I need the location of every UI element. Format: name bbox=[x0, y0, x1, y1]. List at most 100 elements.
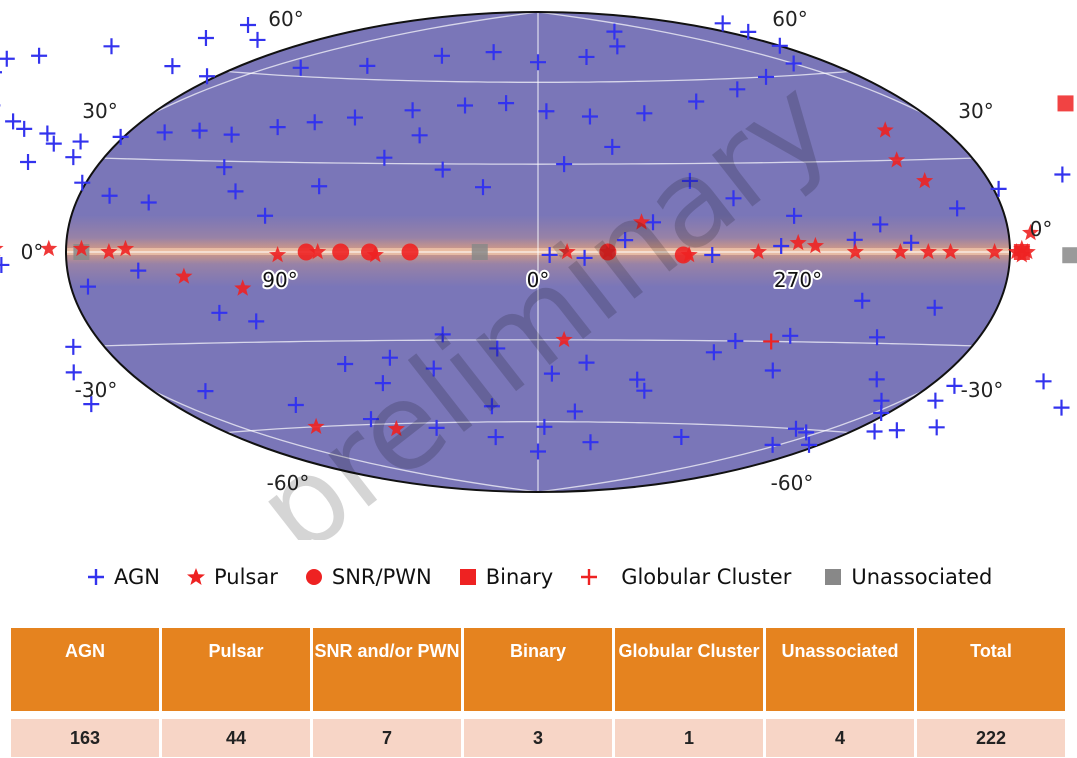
agn-marker bbox=[854, 292, 871, 309]
pulsar-marker bbox=[555, 330, 573, 348]
lat-label-minus60-right: -60° bbox=[771, 471, 814, 495]
source-count-table: AGN Pulsar SNR and/or PWN Binary Globula… bbox=[8, 628, 1068, 757]
pulsar-marker bbox=[986, 243, 1004, 260]
agn-marker bbox=[489, 340, 506, 357]
agn-marker bbox=[606, 23, 623, 40]
binary-marker bbox=[1057, 95, 1074, 112]
agn-marker bbox=[673, 428, 690, 445]
agn-marker bbox=[578, 48, 595, 65]
legend-item-unassociated: Unassociated bbox=[823, 565, 992, 589]
agn-marker bbox=[928, 419, 945, 436]
header-unassociated: Unassociated bbox=[766, 628, 914, 711]
header-total: Total bbox=[917, 628, 1065, 711]
agn-marker bbox=[873, 404, 890, 421]
header-globular-cluster: Globular Cluster bbox=[615, 628, 763, 711]
count-agn: 163 bbox=[11, 719, 159, 757]
agn-marker bbox=[714, 15, 731, 32]
agn-marker bbox=[411, 127, 428, 144]
agn-marker bbox=[0, 50, 15, 67]
agn-marker bbox=[45, 135, 62, 152]
pulsar-marker bbox=[234, 279, 252, 296]
unassociated-square-icon bbox=[825, 569, 842, 585]
agn-marker bbox=[72, 133, 89, 150]
pulsar-marker bbox=[1007, 243, 1025, 260]
agn-marker bbox=[164, 58, 181, 75]
header-pulsar: Pulsar bbox=[162, 628, 310, 711]
lon-label-270: 270° bbox=[774, 268, 822, 292]
pulsar-marker bbox=[1022, 223, 1040, 241]
pulsar-marker bbox=[387, 420, 405, 437]
agn-marker bbox=[404, 102, 421, 119]
agn-marker bbox=[483, 398, 500, 415]
agn-marker bbox=[5, 113, 22, 130]
agn-marker bbox=[287, 397, 304, 414]
agn-marker bbox=[498, 95, 515, 112]
lat-label-30-right: 30° bbox=[958, 99, 993, 123]
agn-marker bbox=[359, 57, 376, 74]
agn-marker bbox=[65, 149, 82, 166]
agn-marker bbox=[543, 365, 560, 382]
agn-marker bbox=[311, 178, 328, 195]
agn-marker bbox=[485, 44, 502, 61]
agn-marker bbox=[727, 332, 744, 349]
agn-marker bbox=[541, 246, 558, 263]
pulsar-marker bbox=[100, 243, 118, 260]
agn-marker bbox=[346, 109, 363, 126]
agn-marker bbox=[306, 114, 323, 131]
snr-pwn-marker bbox=[401, 243, 419, 261]
agn-marker bbox=[31, 47, 48, 64]
agn-marker bbox=[609, 38, 626, 55]
agn-marker bbox=[868, 371, 885, 388]
unassociated-marker bbox=[471, 244, 488, 260]
agn-marker bbox=[211, 304, 228, 321]
pulsar-marker bbox=[307, 417, 325, 434]
unassociated-marker bbox=[1062, 247, 1077, 264]
agn-marker bbox=[604, 138, 621, 155]
agn-marker bbox=[227, 183, 244, 200]
agn-marker bbox=[474, 179, 491, 196]
lat-label-minus60-left: -60° bbox=[267, 471, 310, 495]
lat-label-30-left: 30° bbox=[82, 99, 117, 123]
agn-marker bbox=[556, 156, 573, 173]
agn-marker bbox=[337, 356, 354, 372]
count-unassociated: 4 bbox=[766, 719, 914, 757]
agn-marker bbox=[530, 443, 546, 460]
agn-marker bbox=[705, 344, 722, 361]
pulsar-marker bbox=[269, 246, 287, 263]
pulsar-marker bbox=[876, 121, 894, 138]
agn-marker bbox=[725, 190, 742, 207]
pulsar-marker bbox=[72, 239, 90, 257]
header-snr-pwn: SNR and/or PWN bbox=[313, 628, 461, 711]
count-snr-pwn: 7 bbox=[313, 719, 461, 757]
legend-label-pulsar: Pulsar bbox=[213, 565, 278, 589]
agn-marker bbox=[798, 424, 815, 441]
agn-marker bbox=[428, 419, 445, 436]
pulsar-marker bbox=[0, 245, 4, 256]
agn-marker bbox=[990, 180, 1007, 197]
pulsar-star-icon bbox=[186, 568, 205, 585]
pulsar-marker bbox=[916, 172, 934, 189]
agn-marker bbox=[1035, 373, 1052, 390]
agn-marker bbox=[869, 329, 886, 346]
pulsar-marker bbox=[846, 243, 864, 260]
agn-marker bbox=[381, 349, 398, 366]
agn-marker bbox=[785, 55, 802, 72]
agn-marker bbox=[688, 93, 705, 110]
legend-label-unassociated: Unassociated bbox=[851, 565, 993, 589]
agn-marker bbox=[538, 103, 555, 120]
pulsar-marker bbox=[1013, 246, 1031, 263]
agn-marker bbox=[576, 249, 593, 266]
pulsar-marker bbox=[806, 236, 824, 254]
agn-marker bbox=[83, 396, 100, 413]
legend-item-agn: AGN bbox=[86, 565, 160, 589]
pulsar-marker bbox=[558, 243, 576, 260]
agn-marker bbox=[872, 216, 889, 233]
agn-marker bbox=[434, 161, 451, 178]
legend-item-snr-pwn: SNR/PWN bbox=[304, 565, 432, 589]
agn-marker bbox=[771, 37, 788, 54]
pulsar-marker bbox=[40, 239, 58, 257]
agn-marker bbox=[782, 327, 799, 344]
agn-marker bbox=[20, 154, 37, 171]
agn-marker bbox=[0, 256, 10, 273]
pulsar-marker bbox=[309, 243, 327, 260]
